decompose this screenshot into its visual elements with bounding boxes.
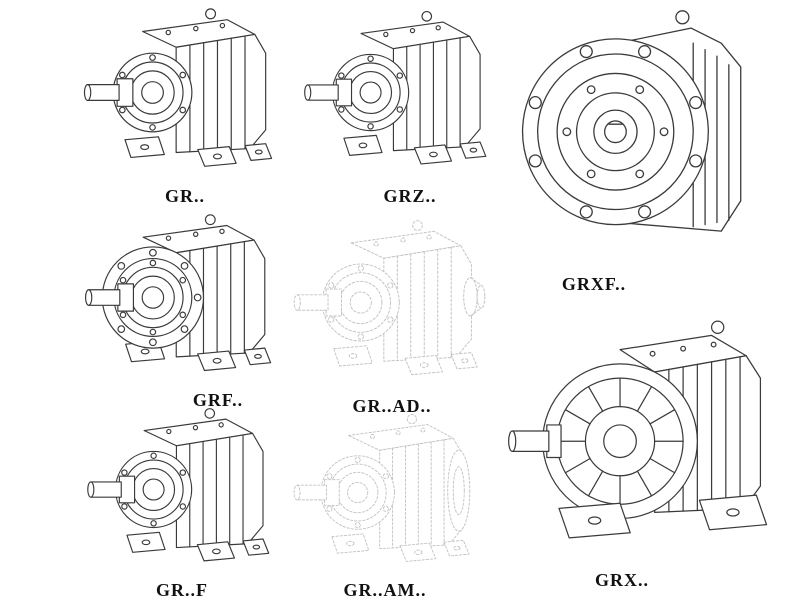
output-shaft [508, 424, 562, 459]
ribbed-bearing-face [542, 363, 698, 520]
gearbox-drawing-gr-f [87, 408, 270, 562]
model-label-gr-ad: GR..AD.. [352, 396, 432, 416]
model-label-grx: GRX.. [595, 570, 649, 590]
mounting-flange [521, 38, 709, 226]
output-shaft [87, 475, 136, 504]
gearbox-figure-gr [80, 2, 290, 184]
motor-adapter-flange [447, 449, 471, 532]
lifting-eye-icon [675, 10, 690, 25]
output-shaft [304, 78, 353, 107]
model-label-gr-am: GR..AM.. [343, 580, 427, 600]
gearbox-drawing-grxf [521, 10, 742, 232]
gearbox-drawing-grx [508, 320, 768, 539]
gearbox-figure-grf [80, 208, 290, 388]
gearbox-figure-gr-ad [290, 214, 495, 392]
lifting-eye-icon [710, 320, 725, 334]
model-label-gr-f: GR..F [156, 580, 208, 600]
output-shaft [293, 288, 342, 317]
model-label-grz: GRZ.. [383, 186, 437, 206]
output-shaft [83, 78, 134, 107]
model-label-grf: GRF.. [192, 390, 244, 410]
output-shaft [293, 479, 340, 506]
model-label-gr: GR.. [165, 186, 205, 206]
gearbox-drawing-gr [83, 8, 273, 167]
gearbox-figure-grxf [500, 0, 800, 270]
gearbox-figure-grz [302, 2, 502, 184]
gearbox-figure-gr-f [80, 402, 290, 578]
gearbox-figure-gr-am [288, 408, 488, 578]
gearbox-drawing-grz [304, 10, 487, 165]
gearbox-drawing-grf [84, 214, 272, 372]
model-label-grxf: GRXF.. [561, 274, 627, 294]
gearbox-drawing-gr-ad [293, 220, 486, 376]
mounting-feet [558, 494, 768, 539]
input-adapter [463, 277, 486, 317]
gearbox-drawing-gr-am [293, 413, 471, 562]
gearbox-figure-grx [500, 295, 795, 563]
